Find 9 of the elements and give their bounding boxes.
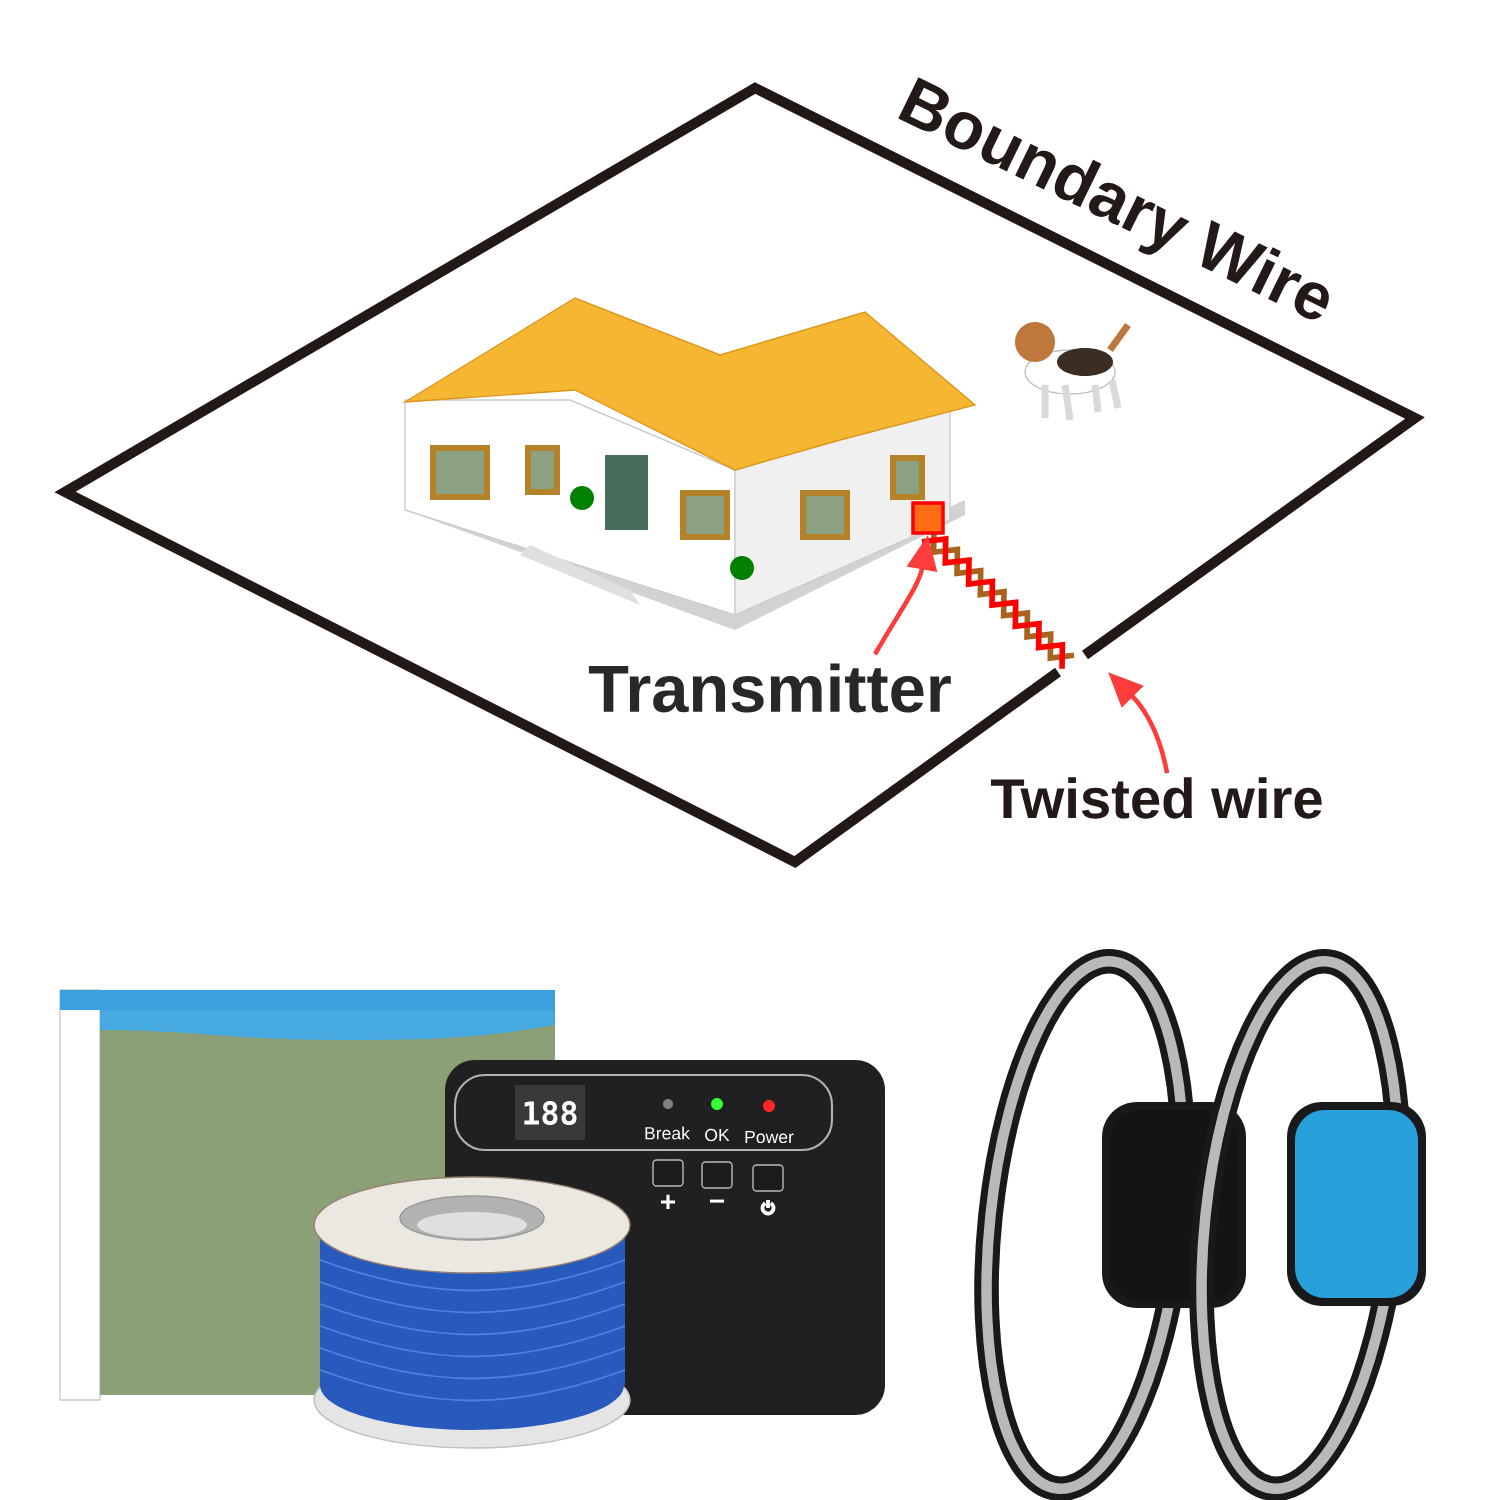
indicator-label: OK — [705, 1128, 730, 1142]
indicator-label: Power — [745, 1130, 794, 1144]
indicator-label: Break — [645, 1126, 690, 1140]
callout-label: Transmitter — [588, 663, 951, 713]
button-label: − — [709, 1199, 725, 1203]
display-readout: 188 — [524, 1101, 577, 1125]
transmitter-box — [911, 501, 945, 535]
callout-label: Twisted wire — [990, 777, 1322, 819]
button-label: + — [660, 1194, 676, 1210]
